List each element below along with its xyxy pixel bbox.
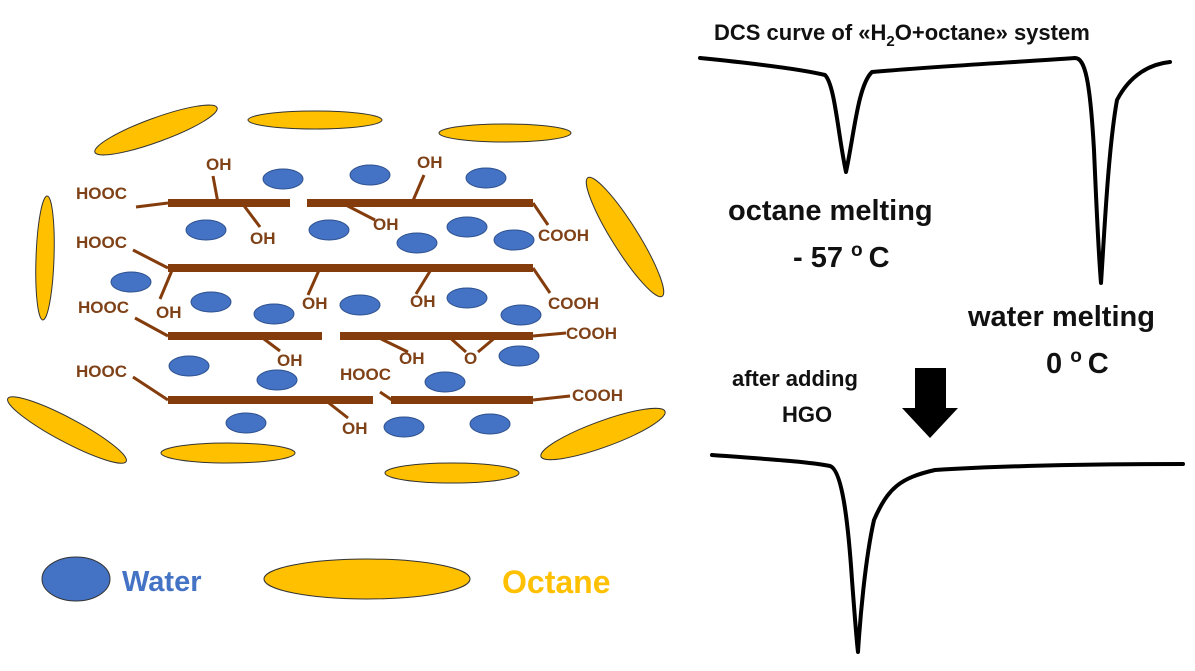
dsc-title: DCS curve of «H2O+octane» system <box>714 20 1090 50</box>
bond <box>306 267 322 296</box>
bond <box>132 375 169 402</box>
oh-group: OH <box>342 419 368 438</box>
oh-group: OH <box>156 303 182 322</box>
water-molecule <box>349 164 391 186</box>
bond <box>447 334 467 354</box>
bond <box>379 390 393 402</box>
bond <box>532 331 567 338</box>
bond <box>211 175 220 204</box>
water-molecule <box>262 168 304 190</box>
water-molecule <box>190 291 232 313</box>
oh-group: OH <box>410 292 436 311</box>
oh-group: OH <box>250 229 276 248</box>
water-molecule <box>185 219 227 241</box>
bond <box>341 201 376 222</box>
bond <box>531 202 550 226</box>
water-molecule <box>493 229 535 251</box>
water-molecule <box>396 232 438 254</box>
dsc-curve-before <box>698 56 1172 285</box>
water-molecule <box>110 271 152 293</box>
water-molecule <box>446 287 488 309</box>
bond <box>414 267 434 295</box>
bond <box>240 202 262 228</box>
bond <box>410 174 426 204</box>
cooh-group: COOH <box>566 324 617 343</box>
water-molecule <box>446 216 488 238</box>
octane-molecule <box>247 110 383 130</box>
hooc-group: HOOC <box>76 233 127 252</box>
cooh-group: COOH <box>538 226 589 245</box>
bond <box>532 394 571 402</box>
legend-water-label: Water <box>122 566 202 598</box>
legend-octane-swatch <box>263 558 471 600</box>
oh-group: OH <box>373 215 399 234</box>
octane-molecule <box>94 104 218 156</box>
legend-water-swatch <box>41 556 111 602</box>
bond <box>374 334 409 354</box>
bond <box>259 334 281 353</box>
water-molecule <box>424 371 466 393</box>
hooc-group: HOOC <box>76 184 127 203</box>
functional-group-bonds <box>132 174 571 420</box>
octane-molecule <box>585 176 665 298</box>
hooc-group: HOOC <box>340 365 391 384</box>
functional-group-labels: HOOC OH OH OH OH COOH HOOC OH OH OH COOH… <box>76 153 623 438</box>
octane-molecule <box>35 195 55 321</box>
dsc-curve-after <box>710 453 1185 654</box>
oh-group: OH <box>399 349 425 368</box>
dsc-curves <box>698 56 1185 654</box>
bond <box>132 248 169 270</box>
water-molecule <box>168 355 210 377</box>
graphene-oxide-sheets <box>132 174 571 420</box>
oh-group: OH <box>417 153 443 172</box>
hooc-group: HOOC <box>78 298 129 317</box>
oh-group: OH <box>277 351 303 370</box>
octane-molecule <box>384 462 520 484</box>
bond <box>324 398 349 420</box>
water-molecule <box>308 219 350 241</box>
water-molecule <box>469 413 511 435</box>
cooh-group: COOH <box>548 294 599 313</box>
octane-molecule <box>438 123 572 143</box>
after-adding-label: after adding <box>732 366 858 391</box>
bond <box>158 267 175 300</box>
oh-group: OH <box>206 155 232 174</box>
octane-molecule <box>540 407 666 461</box>
water-molecule <box>256 369 298 391</box>
bond <box>134 316 169 338</box>
hooc-group: HOOC <box>76 362 127 381</box>
cooh-group: COOH <box>572 386 623 405</box>
down-arrow-icon <box>902 368 958 438</box>
hgo-label: HGO <box>782 402 832 427</box>
water-molecule <box>465 167 507 189</box>
water-molecule <box>253 303 295 325</box>
octane-molecules <box>7 104 666 484</box>
water-molecule <box>225 412 267 434</box>
water-molecule <box>498 345 540 367</box>
bond <box>135 201 169 209</box>
water-molecule <box>339 294 381 316</box>
epoxy-o-group: O <box>464 349 477 368</box>
water-molecule <box>500 304 542 326</box>
legend-octane-label: Octane <box>502 564 610 600</box>
legend: Water Octane <box>41 556 610 602</box>
bond <box>477 334 498 354</box>
octane-melting-label: octane melting <box>728 195 933 227</box>
water-melting-label: water melting <box>967 301 1155 333</box>
octane-molecule <box>160 442 296 464</box>
octane-molecule <box>7 396 127 464</box>
bond <box>531 267 552 294</box>
oh-group: OH <box>302 294 328 313</box>
water-molecule <box>383 416 425 438</box>
water-molecules <box>110 164 542 438</box>
